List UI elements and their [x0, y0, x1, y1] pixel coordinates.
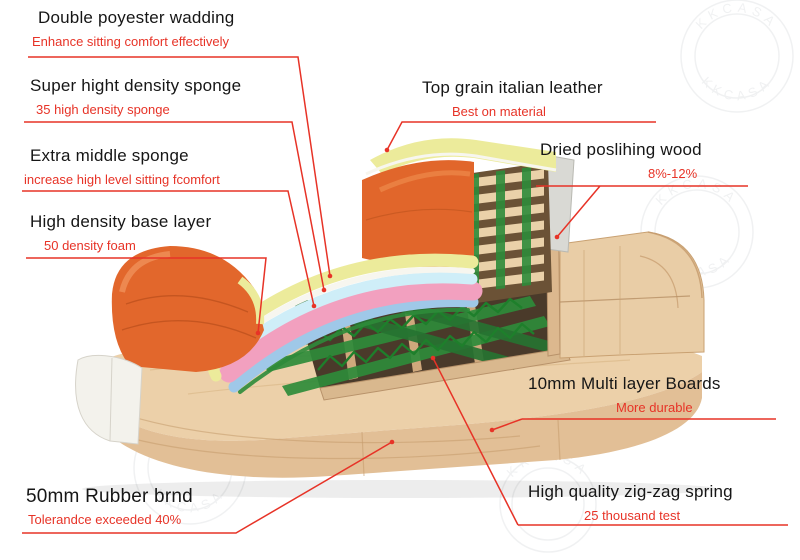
callout-title: Super hight density sponge	[30, 76, 242, 95]
callout-title: Top grain italian leather	[422, 78, 603, 97]
callout-title: High quality zig-zag spring	[528, 482, 733, 501]
callout-subtitle: More durable	[616, 400, 693, 415]
svg-text:KKCASA: KKCASA	[693, 0, 782, 32]
watermark-stamp: KKCASA KKCASA	[680, 0, 794, 113]
callout-spring: High quality zig-zag spring 25 thousand …	[528, 482, 733, 523]
callout-rubber: 50mm Rubber brnd Tolerandce exceeded 40%	[26, 486, 193, 527]
callout-title: Dried poslihing wood	[540, 140, 702, 159]
armrest	[111, 246, 265, 372]
wood-cabinet	[559, 231, 705, 359]
callout-boards: 10mm Multi layer Boards More durable	[528, 374, 721, 415]
callout-subtitle: 35 high density sponge	[36, 102, 170, 117]
callout-subtitle: Enhance sitting comfort effectively	[32, 34, 230, 49]
callout-title: Extra middle sponge	[30, 146, 189, 165]
bed-interior	[262, 282, 571, 401]
callout-subtitle: increase high level sitting fcomfort	[24, 172, 220, 187]
callout-subtitle: 8%-12%	[648, 166, 698, 181]
zigzag-spring	[317, 322, 535, 371]
callout-title: Double poyester wadding	[38, 8, 235, 27]
callout-subtitle: Tolerandce exceeded 40%	[28, 512, 182, 527]
layer-base-blue	[228, 296, 479, 393]
callout-wadding: Double poyester wadding Enhance sitting …	[32, 8, 235, 49]
svg-text:KKCASA: KKCASA	[699, 74, 775, 104]
callout-base-layer: High density base layer 50 density foam	[30, 212, 211, 253]
callout-title: 10mm Multi layer Boards	[528, 374, 721, 393]
callout-title: High density base layer	[30, 212, 212, 231]
callout-leather: Top grain italian leather Best on materi…	[422, 78, 603, 119]
callout-super-sponge: Super hight density sponge 35 high densi…	[30, 76, 241, 117]
green-strap	[282, 316, 550, 396]
callout-subtitle: 25 thousand test	[584, 508, 681, 523]
callout-middle-sponge: Extra middle sponge increase high level …	[24, 146, 220, 187]
callout-subtitle: Best on material	[452, 104, 546, 119]
callout-wood: Dried poslihing wood 8%-12%	[540, 140, 702, 181]
layer-pink-sponge	[219, 280, 483, 383]
corner-cushion	[75, 355, 143, 445]
callout-title: 50mm Rubber brnd	[26, 486, 193, 507]
callout-subtitle: 50 density foam	[44, 238, 136, 253]
